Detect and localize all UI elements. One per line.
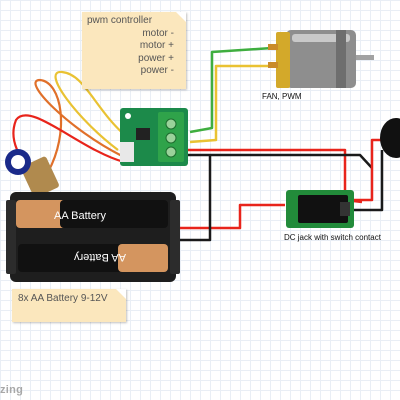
screw-terminal[interactable] <box>165 132 177 144</box>
battery-note[interactable]: 8x AA Battery 9-12V <box>12 289 126 322</box>
fan-label: FAN, PWM <box>262 92 302 101</box>
battery-note-text: 8x AA Battery 9-12V <box>18 293 108 304</box>
jack-socket <box>340 202 350 216</box>
battery-holder[interactable]: AA Battery AA Battery <box>6 192 180 282</box>
motor-highlight <box>292 34 350 42</box>
jack-body <box>298 195 348 223</box>
pwm-note-line-motor-plus: motor + <box>139 40 174 51</box>
chip <box>136 128 150 140</box>
potentiometer[interactable] <box>5 149 60 198</box>
dc-jack[interactable] <box>286 190 354 228</box>
wires <box>12 46 390 242</box>
holder-tab-left <box>6 200 16 274</box>
battery-bottom-black <box>18 244 126 272</box>
dc-jack-label: DC jack with switch contact <box>284 233 381 242</box>
screw-terminal[interactable] <box>165 118 177 130</box>
battery-top: AA Battery <box>16 200 168 228</box>
pot-connector <box>120 142 134 162</box>
motor-terminal-top <box>268 44 278 50</box>
battery-bottom-copper <box>118 244 168 272</box>
wire-pot-orange[interactable] <box>34 78 123 173</box>
screw-terminal[interactable] <box>165 146 177 158</box>
pwm-controller-note[interactable]: pwm controller motor - motor + power + p… <box>82 12 186 89</box>
pwm-note-line-power-plus: power + <box>138 52 174 64</box>
wire-green-fan-to-controller[interactable] <box>189 46 273 134</box>
motor-band <box>336 30 346 88</box>
pot-knob-center <box>11 155 25 169</box>
battery-1-label: AA Battery <box>54 210 106 222</box>
battery-top-black <box>60 200 168 228</box>
motor-shaft <box>356 55 374 60</box>
wire-black-jack-to-right[interactable] <box>352 150 384 212</box>
wire-pot-yellow[interactable] <box>54 70 129 151</box>
watermark-text: zing <box>0 384 24 396</box>
wire-red-battery-to-jack[interactable] <box>176 203 285 230</box>
pwm-note-title: pwm controller <box>87 15 153 26</box>
wire-black-controller-power-minus[interactable] <box>186 153 373 169</box>
pot-body <box>21 156 59 198</box>
holder-tab-right <box>170 200 180 274</box>
pwm-note-line-motor-minus: motor - <box>142 27 174 39</box>
pcb-mount-hole <box>125 113 131 119</box>
motor-endcap <box>276 32 290 88</box>
right-component-body <box>380 118 400 158</box>
wire-yellow-fan-to-controller[interactable] <box>189 64 272 144</box>
pwm-note-line-power-minus: power - <box>140 65 174 76</box>
pwm-controller-board[interactable] <box>120 108 188 166</box>
battery-2-label: AA Battery <box>74 251 126 263</box>
wire-black-battery-to-controller[interactable] <box>174 155 212 242</box>
motor-terminal-bottom <box>268 62 278 68</box>
battery-top-copper <box>16 200 66 228</box>
battery-bottom: AA Battery <box>18 244 168 272</box>
right-edge-component[interactable] <box>380 118 400 158</box>
fan-motor[interactable] <box>268 30 374 88</box>
